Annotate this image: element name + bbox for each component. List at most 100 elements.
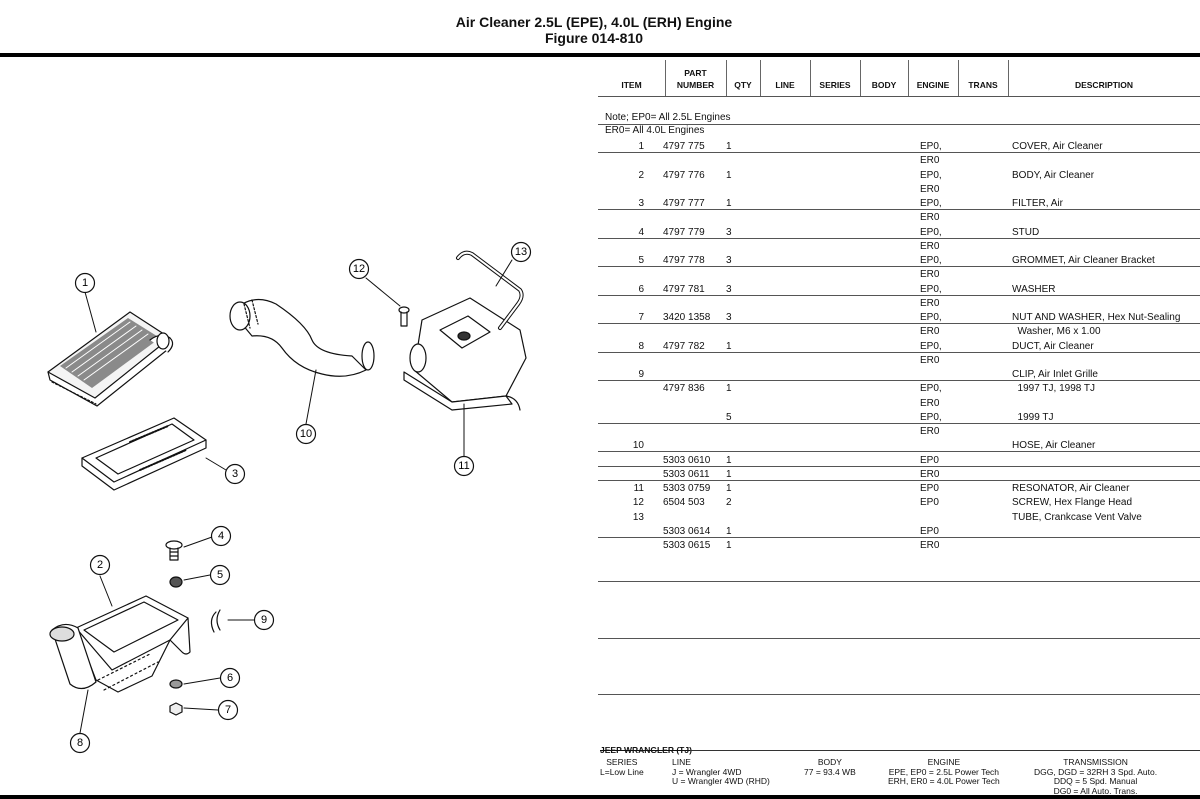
- cell-qty: 1: [726, 340, 732, 352]
- svg-text:2: 2: [97, 559, 103, 571]
- cell-engine: ER0: [920, 540, 940, 551]
- cell-qty: 1: [726, 483, 732, 494]
- cell-description: 1997 TJ, 1998 TJ: [1012, 383, 1096, 395]
- parts-diagram: 1 2 3 4 5 6 7 8 9 10 11 12 13: [47, 241, 532, 754]
- footer-body: BODY 77 = 93.4 WB: [804, 757, 856, 777]
- callout-1: 1: [74, 272, 96, 294]
- cell-engine: EP0: [920, 483, 939, 494]
- callout-13: 13: [510, 241, 532, 263]
- footer-series: SERIES L=Low Line: [600, 757, 644, 777]
- cell-qty: 1: [726, 525, 732, 537]
- cell-qty: 1: [726, 540, 732, 551]
- cell-part-number: 4797 775: [663, 141, 705, 152]
- row-rule: [598, 422, 1200, 424]
- cell-description: TUBE, Crankcase Vent Valve: [1012, 511, 1142, 523]
- cell-qty: 1: [726, 468, 732, 480]
- callout-8: 8: [69, 732, 91, 754]
- cell-engine: EP0,: [920, 411, 942, 423]
- figure-number: Figure 014-810: [544, 30, 644, 46]
- cell-item: 13: [632, 511, 644, 523]
- row-rule: [598, 237, 1200, 239]
- cell-item: 8: [638, 340, 644, 352]
- cell-engine: ER0: [920, 155, 940, 167]
- callout-5: 5: [209, 564, 231, 586]
- cell-engine: EP0: [920, 454, 939, 466]
- cell-item: 2: [638, 169, 644, 181]
- cell-description: RESONATOR, Air Cleaner: [1012, 483, 1130, 494]
- cell-description: GROMMET, Air Cleaner Bracket: [1012, 255, 1155, 266]
- cell-qty: 1: [726, 169, 732, 181]
- col-divider: [1008, 60, 1009, 96]
- cell-engine: ER0: [920, 212, 940, 224]
- cell-description: CLIP, Air Inlet Grille: [1012, 369, 1098, 380]
- cell-engine: EP0,: [920, 340, 942, 352]
- callout-4: 4: [210, 525, 232, 547]
- cell-part-number: 4797 779: [663, 226, 705, 238]
- cell-description: DUCT, Air Cleaner: [1012, 340, 1094, 352]
- row-rule: [598, 451, 1200, 453]
- top-rule: [0, 53, 1200, 57]
- col-divider: [810, 60, 811, 96]
- row-rule: [598, 465, 1200, 467]
- blank-row-rule: [598, 638, 1200, 639]
- cell-part-number: 6504 503: [663, 497, 705, 509]
- cell-engine: ER0: [920, 269, 940, 281]
- cell-description: SCREW, Hex Flange Head: [1012, 497, 1133, 509]
- col-header-part: PART NUMBER: [676, 68, 715, 90]
- cell-item: 10: [632, 440, 644, 452]
- part-filter: [81, 417, 207, 491]
- cell-description: COVER, Air Cleaner: [1012, 141, 1103, 152]
- cell-description: 1999 TJ: [1012, 411, 1054, 423]
- callout-9: 9: [253, 609, 275, 631]
- cell-item: 12: [632, 497, 644, 509]
- cell-qty: 1: [726, 198, 732, 209]
- col-divider: [860, 60, 861, 96]
- cell-qty: 1: [726, 383, 732, 395]
- cell-engine: ER0: [920, 183, 940, 195]
- cell-description: BODY, Air Cleaner: [1012, 169, 1095, 181]
- svg-text:11: 11: [458, 460, 469, 472]
- callout-7: 7: [217, 699, 239, 721]
- svg-text:8: 8: [77, 737, 83, 749]
- row-rule: [598, 536, 1200, 538]
- cell-description: HOSE, Air Cleaner: [1012, 440, 1096, 452]
- row-rule: [598, 323, 1200, 324]
- callouts: 1 2 3 4 5 6 7 8 9 10 11 12 13: [69, 241, 532, 754]
- cell-engine: EP0,: [920, 198, 942, 209]
- cell-part-number: 5303 0611: [663, 468, 710, 480]
- cell-engine: EP0: [920, 497, 939, 509]
- cell-qty: 3: [726, 283, 732, 295]
- cell-part-number: 5303 0759: [663, 483, 711, 494]
- row-rule: [598, 351, 1200, 353]
- leader-lines: [79, 259, 513, 734]
- footer-rule: [690, 750, 1200, 751]
- col-divider: [908, 60, 909, 96]
- footer-model: JEEP WRANGLER (TJ): [600, 745, 692, 755]
- cell-part-number: 5303 0610: [663, 454, 711, 466]
- part-washer: [169, 679, 183, 689]
- cell-item: 1: [638, 141, 644, 152]
- header-rule: [598, 96, 1200, 97]
- cell-item: 7: [638, 312, 644, 323]
- part-grommet: [169, 576, 183, 588]
- cell-description: STUD: [1012, 226, 1040, 238]
- cell-item: 11: [633, 483, 644, 494]
- cell-qty: 3: [726, 312, 732, 323]
- cell-qty: 1: [726, 454, 732, 466]
- cell-part-number: 5303 0614: [663, 525, 711, 537]
- col-header-trans: TRANS: [968, 80, 998, 90]
- note-line: Note; EP0= All 2.5L Engines: [605, 112, 731, 123]
- page-title: Air Cleaner 2.5L (EPE), 4.0L (ERH) Engin…: [455, 14, 733, 30]
- col-header-item: ITEM: [621, 80, 642, 90]
- col-header-line: LINE: [775, 80, 795, 90]
- callout-3: 3: [224, 463, 246, 485]
- part-resonator: [403, 297, 527, 411]
- col-divider: [958, 60, 959, 96]
- part-stud: [165, 540, 183, 561]
- cell-item: 4: [638, 226, 644, 238]
- cell-qty: 3: [726, 226, 732, 238]
- cell-engine: EP0: [920, 525, 939, 537]
- blank-row-rule: [598, 694, 1200, 695]
- cell-item: 9: [638, 369, 644, 380]
- col-header-series: SERIES: [819, 80, 851, 90]
